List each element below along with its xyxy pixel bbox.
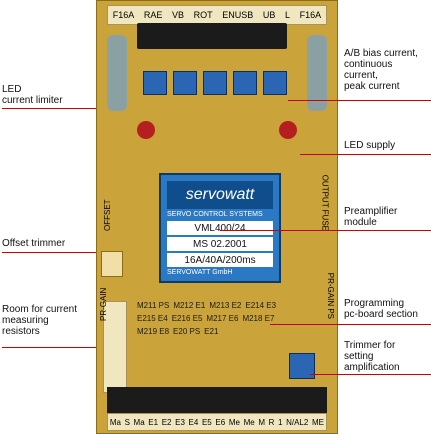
amp-trimmer-icon <box>289 353 315 379</box>
offset-trimmer-area <box>101 251 123 277</box>
module-brand: servowatt <box>167 181 273 209</box>
programming-label: M213 E2 <box>209 301 242 310</box>
top-text-enusb: ENUSB <box>222 10 254 20</box>
bottom-text: E1 <box>148 417 159 427</box>
trimmer-icon <box>233 71 257 95</box>
bottom-text: Me <box>243 417 255 427</box>
pc-board: F16A RAE VB ROT ENUSB UB L F16A servowat… <box>96 0 338 434</box>
side-text-offset: OFFSET <box>103 199 112 231</box>
terminal-block-bottom <box>107 387 327 413</box>
programming-label: E216 E5 <box>171 314 203 323</box>
module-ms: MS 02.2001 <box>167 237 273 251</box>
module-tagline: SERVO CONTROL SYSTEMS <box>167 211 263 218</box>
trimmer-icon <box>263 71 287 95</box>
callout-room-resistors: Room for current measuring resistors <box>2 304 78 337</box>
bottom-text: E5 <box>201 417 212 427</box>
bottom-text: E3 <box>175 417 185 427</box>
bottom-text: Ma <box>133 417 145 427</box>
programming-label: E215 E4 <box>137 314 168 323</box>
module-maker: SERVOWATT GmbH <box>167 269 233 276</box>
callout-preamp: Preamplifier module <box>344 206 398 228</box>
top-text-vb: VB <box>172 10 185 20</box>
bottom-text: E2 <box>161 417 172 427</box>
top-text-rae: RAE <box>143 10 163 20</box>
bottom-text: M <box>258 417 265 427</box>
bottom-text: E4 <box>188 417 199 427</box>
bottom-text: 1 <box>278 417 283 427</box>
leader-ab-bias <box>288 100 431 101</box>
board-top-strip: F16A RAE VB ROT ENUSB UB L F16A <box>107 5 327 25</box>
top-text-ub: UB <box>262 10 276 20</box>
programming-label: E214 E3 <box>245 301 277 310</box>
programming-label: M217 E6 <box>206 314 239 323</box>
programming-section: M211 PS M212 E1 M213 E2 E214 E3 E215 E4 … <box>137 301 292 371</box>
trimmer-icon <box>143 71 167 95</box>
leader-programming <box>270 324 431 325</box>
side-text-output-fuse: OUTPUT FUSE <box>320 174 329 231</box>
programming-label: E20 PS <box>173 327 201 336</box>
leader-preamp <box>220 230 431 231</box>
leader-trimmer-amp <box>310 374 431 375</box>
callout-led-current-limiter: LED current limiter <box>2 84 63 106</box>
programming-label: M219 E8 <box>137 327 170 336</box>
leader-led-current-limiter <box>2 108 152 109</box>
callout-programming: Programming pc-board section <box>344 298 418 320</box>
trimmer-icon <box>173 71 197 95</box>
callout-offset-trimmer: Offset trimmer <box>2 238 66 249</box>
bottom-text: Ma <box>109 417 121 427</box>
bottom-text: S <box>124 417 130 427</box>
fuse-left <box>107 35 127 111</box>
bias-trimmers <box>143 71 293 101</box>
bottom-text: ME <box>311 417 324 427</box>
module-type: VML400/24 <box>167 221 273 235</box>
top-text-rot: ROT <box>193 10 213 20</box>
bottom-text: R <box>268 417 275 427</box>
top-text-l: L <box>285 10 291 20</box>
bottom-text: E6 <box>215 417 226 427</box>
fuse-right <box>307 35 327 111</box>
programming-label: E21 <box>204 327 219 336</box>
leader-led-supply <box>300 154 431 155</box>
callout-trimmer-amp: Trimmer for setting amplification <box>344 340 400 373</box>
programming-label: M211 PS <box>137 301 170 310</box>
programming-label: M212 E1 <box>173 301 206 310</box>
side-text-pr-gain-ps: PR-GAIN PS <box>326 272 335 319</box>
trimmer-icon <box>203 71 227 95</box>
leader-offset-trimmer <box>2 252 122 253</box>
led-icon <box>279 121 297 139</box>
module-rating: 16A/40A/200ms <box>167 253 273 267</box>
resistor-room <box>103 301 127 393</box>
led-icon <box>137 121 155 139</box>
bottom-text: Me <box>228 417 240 427</box>
top-text-f16a-right: F16A <box>299 10 322 20</box>
terminal-block-top <box>137 23 287 49</box>
leader-room-resistors <box>2 347 96 348</box>
callout-ab-bias: A/B bias current, continuous current, pe… <box>344 48 418 92</box>
side-text-pr-gain: PR-GAIN <box>99 287 108 321</box>
board-bottom-strip: Ma S Ma E1 E2 E3 E4 E5 E6 Me Me M R 1 N/… <box>107 413 327 431</box>
bottom-text: N/AL2 <box>286 417 309 427</box>
callout-led-supply: LED supply <box>344 140 396 151</box>
preamplifier-module: servowatt SERVO CONTROL SYSTEMS VML400/2… <box>159 173 281 283</box>
programming-label: M218 E7 <box>242 314 275 323</box>
top-text-f16a-left: F16A <box>112 10 135 20</box>
